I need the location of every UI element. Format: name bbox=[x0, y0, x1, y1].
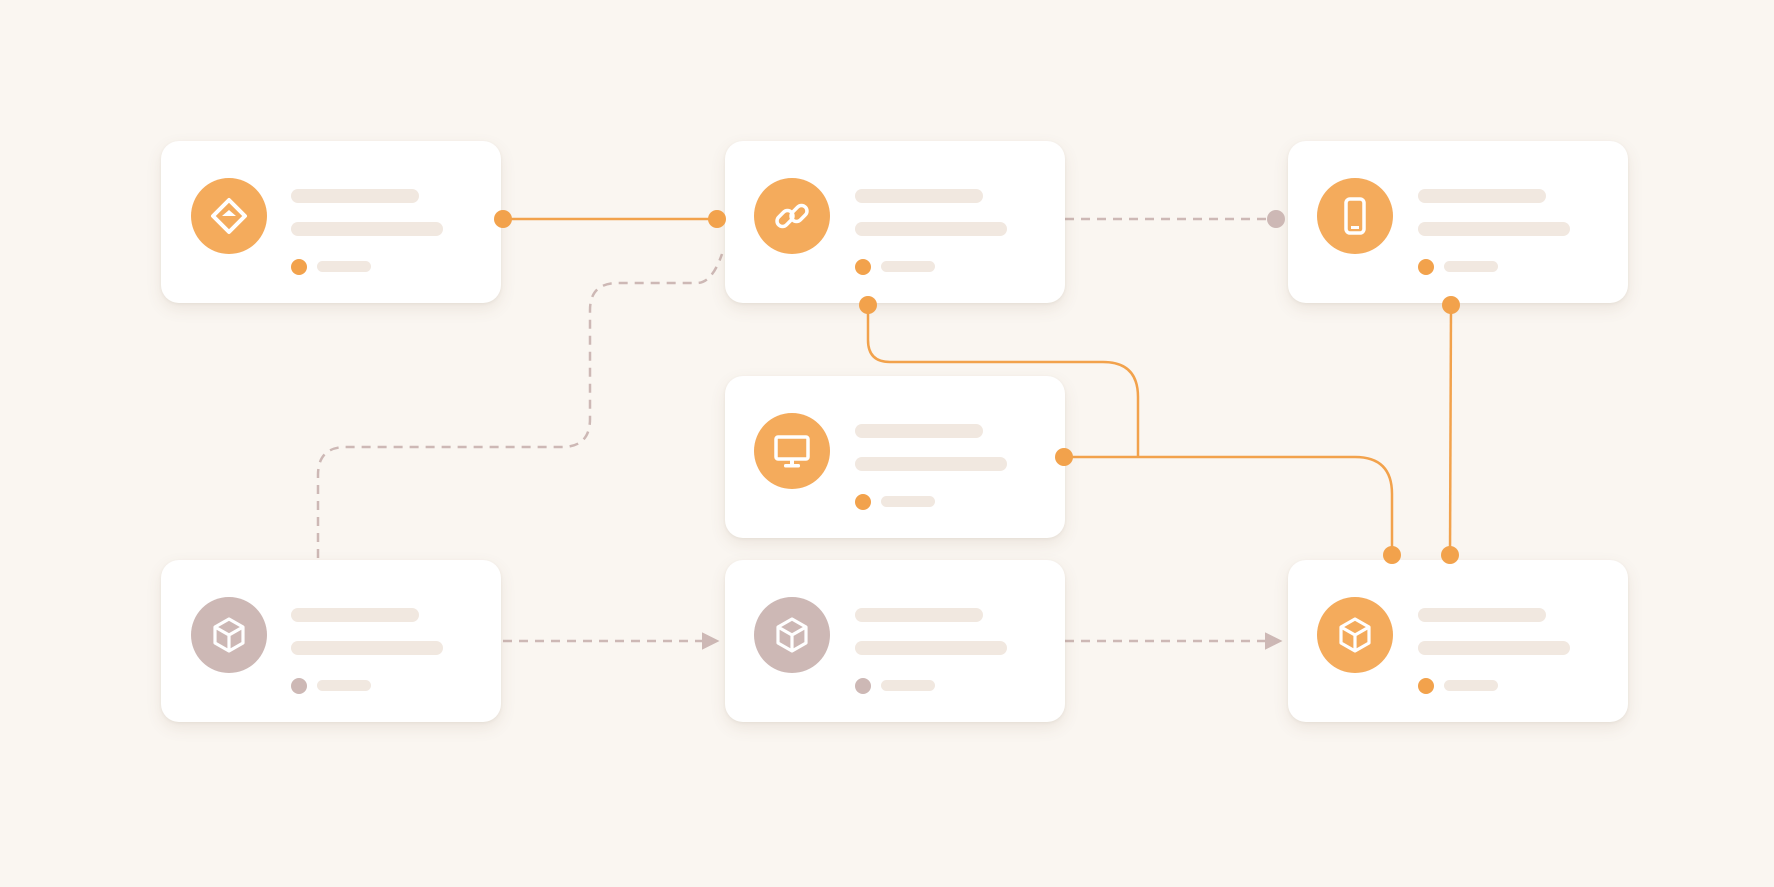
port-n7-in-b[interactable] bbox=[1441, 546, 1459, 564]
port-n3-bottom[interactable] bbox=[1442, 296, 1460, 314]
status-dot bbox=[855, 259, 871, 275]
status-dot bbox=[855, 494, 871, 510]
title-placeholder bbox=[855, 608, 983, 622]
port-n2-in[interactable] bbox=[708, 210, 726, 228]
node-n2[interactable] bbox=[725, 141, 1065, 303]
status-placeholder bbox=[317, 261, 371, 272]
status-dot bbox=[855, 678, 871, 694]
node-n7[interactable] bbox=[1288, 560, 1628, 722]
subtitle-placeholder bbox=[855, 222, 1007, 236]
cube-icon bbox=[191, 597, 267, 673]
title-placeholder bbox=[855, 189, 983, 203]
status-dot bbox=[291, 259, 307, 275]
monitor-icon bbox=[754, 413, 830, 489]
subtitle-placeholder bbox=[855, 457, 1007, 471]
status-placeholder bbox=[1444, 680, 1498, 691]
node-n6[interactable] bbox=[725, 560, 1065, 722]
status-placeholder bbox=[1444, 261, 1498, 272]
status-placeholder bbox=[881, 496, 935, 507]
title-placeholder bbox=[291, 189, 419, 203]
node-n4[interactable] bbox=[725, 376, 1065, 538]
status-dot bbox=[1418, 678, 1434, 694]
node-n3[interactable] bbox=[1288, 141, 1628, 303]
port-n2-bottom[interactable] bbox=[859, 296, 877, 314]
edge-n5-n2[interactable] bbox=[316, 253, 724, 558]
status-dot bbox=[1418, 259, 1434, 275]
edge-n2-n7[interactable] bbox=[866, 305, 1140, 457]
diamond-icon bbox=[191, 178, 267, 254]
port-n4-out[interactable] bbox=[1055, 448, 1073, 466]
status-dot bbox=[291, 678, 307, 694]
port-n3-in[interactable] bbox=[1267, 210, 1285, 228]
status-placeholder bbox=[317, 680, 371, 691]
subtitle-placeholder bbox=[291, 222, 443, 236]
title-placeholder bbox=[1418, 189, 1546, 203]
edge-n3-n7[interactable] bbox=[1448, 304, 1453, 556]
edge-n4-n7[interactable] bbox=[1065, 455, 1394, 555]
mobile-icon bbox=[1317, 178, 1393, 254]
port-n1-out[interactable] bbox=[494, 210, 512, 228]
status-placeholder bbox=[881, 680, 935, 691]
subtitle-placeholder bbox=[1418, 222, 1570, 236]
subtitle-placeholder bbox=[1418, 641, 1570, 655]
port-n7-in-a[interactable] bbox=[1383, 546, 1401, 564]
link-icon bbox=[754, 178, 830, 254]
subtitle-placeholder bbox=[855, 641, 1007, 655]
subtitle-placeholder bbox=[291, 641, 443, 655]
status-placeholder bbox=[881, 261, 935, 272]
node-n5[interactable] bbox=[161, 560, 501, 722]
title-placeholder bbox=[855, 424, 983, 438]
title-placeholder bbox=[291, 608, 419, 622]
cube-icon bbox=[754, 597, 830, 673]
title-placeholder bbox=[1418, 608, 1546, 622]
cube-icon bbox=[1317, 597, 1393, 673]
node-n1[interactable] bbox=[161, 141, 501, 303]
